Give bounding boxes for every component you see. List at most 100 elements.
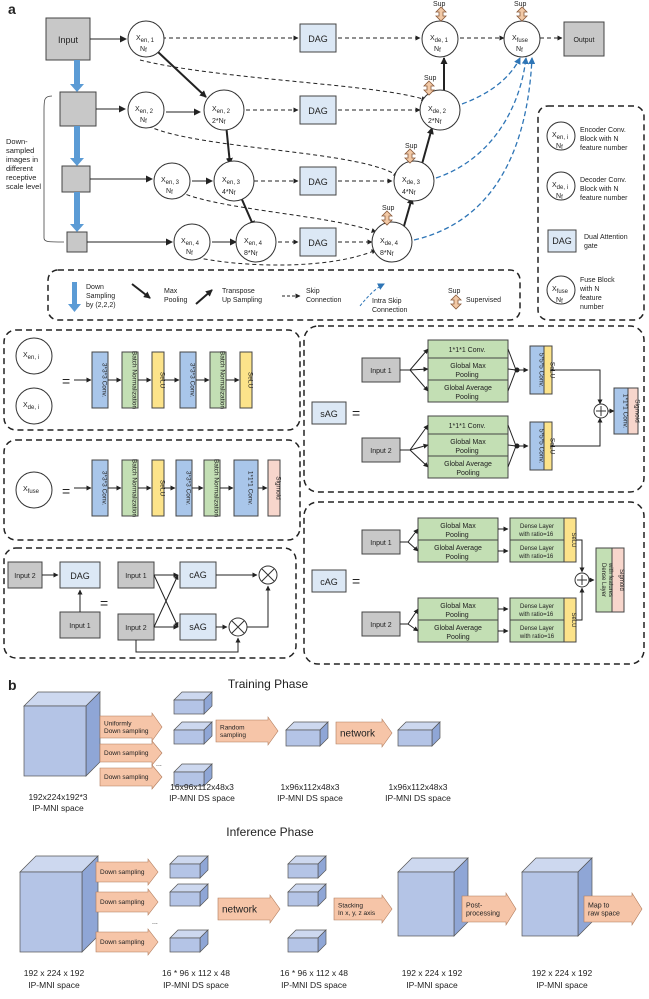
inf-cube-big-front (19, 871, 83, 953)
svg-text:8*Nf: 8*Nf (244, 250, 258, 258)
arrow-stacking-shape (333, 894, 393, 924)
sag-conv5-2-label: 5*5*5 Conv. (538, 429, 545, 463)
arrow-ds-i2: Down sampling (95, 888, 159, 916)
svg-text:Nf: Nf (434, 46, 441, 54)
arrow-ds-i3-shape (95, 928, 159, 956)
svg-text:2*Nf: 2*Nf (212, 118, 226, 126)
svg-text:Xde, 3: Xde, 3 (402, 177, 421, 186)
sag-frame (303, 325, 645, 493)
dag-label-1: DAG (308, 34, 328, 44)
inference-title: Inference Phase (226, 825, 314, 839)
arrow-network-inf-shape (217, 894, 281, 924)
downsample-arrows (70, 60, 84, 232)
dag-detail: Input 2 DAG Input 1 = Input 1 Input 2 cA… (7, 561, 278, 653)
fuse-block-6 (267, 459, 281, 517)
svg-text:Sup: Sup (448, 288, 461, 295)
inf-final-cube-front (521, 871, 579, 937)
arrow-post-text: Post-processing (466, 902, 500, 917)
svg-text:2*Nf: 2*Nf (428, 118, 442, 126)
inf-out-cube-1-front (287, 863, 319, 879)
dag-label-3: DAG (308, 177, 328, 187)
svg-text:Sup: Sup (382, 205, 395, 212)
arrow-network-inf-text: network (222, 904, 258, 915)
arrow-random-shape (215, 716, 279, 746)
svg-text:Nf: Nf (516, 46, 523, 54)
svg-text:Input 1: Input 1 (370, 540, 392, 547)
svg-text:cAG: cAG (320, 577, 338, 587)
inf-stack-cube-front (397, 871, 455, 937)
cag-frame (303, 501, 645, 665)
train-cube-big-side (85, 691, 101, 777)
inf-final-cube (521, 857, 593, 937)
svg-text:Dense Layer: Dense Layer (600, 563, 606, 597)
svg-text:Xen, i: Xen, i (23, 352, 39, 361)
train-ds-cube-1 (173, 691, 213, 715)
svg-text:=: = (352, 573, 360, 589)
arrow-ds-t2: Down sampling (99, 740, 163, 766)
svg-text:Nf: Nf (140, 46, 147, 54)
fuse-block-frame (3, 439, 301, 541)
arrow-ds-i1-shape (95, 858, 159, 886)
svg-text:=: = (100, 595, 108, 611)
train-out-cube-front (397, 729, 433, 747)
inf-out-cube-3 (287, 929, 327, 953)
svg-text:with features: with features (607, 562, 613, 597)
output-label: Output (573, 37, 594, 44)
sag-conv5-1-label: 5*5*5 Conv. (538, 353, 545, 387)
svg-text:Xfuse: Xfuse (23, 486, 40, 495)
arrow-network-train-text: network (340, 728, 376, 739)
svg-text:sAG: sAG (320, 409, 338, 419)
arrow-ds-i1-text: Down sampling (100, 869, 145, 876)
svg-text:Xde, 1: Xde, 1 (430, 35, 449, 44)
arrow-ds-t3-shape (99, 764, 163, 790)
train-out-cube (397, 721, 441, 747)
enc-dec-block: Xen, i Xde, i = (15, 337, 70, 425)
panel-b-letter: b (8, 677, 17, 693)
legend-bottom-frame (47, 269, 521, 321)
svg-text:192x224x192*3IP-MNI space: 192x224x192*3IP-MNI space (28, 792, 87, 813)
svg-text:Input 1: Input 1 (69, 623, 91, 630)
svg-text:Nf: Nf (556, 297, 563, 305)
arrow-map-shape (583, 891, 643, 927)
train-ds-cube-2-front (173, 729, 205, 745)
training-title: Training Phase (228, 677, 309, 691)
arrow-ds-t2-shape (99, 740, 163, 766)
svg-text:Xen, 2: Xen, 2 (212, 106, 231, 115)
svg-text:=: = (352, 405, 360, 421)
arrow-ds-i2-shape (95, 888, 159, 916)
fuse-block-2-label: SeLU (159, 480, 166, 497)
ds-box-4 (66, 231, 88, 253)
train-ds-cube-2 (173, 721, 213, 745)
train-sample-cube (285, 721, 329, 747)
svg-text:Input 1: Input 1 (370, 368, 392, 375)
ds-box-2 (59, 91, 97, 127)
train-cube-big (23, 691, 101, 777)
sag-detail: sAG = Input 1 Input 2 1*1*1 Conv. Global… (311, 339, 615, 479)
inf-ds-cube-3-front (169, 937, 201, 953)
train-cube-big-front (23, 705, 87, 777)
svg-text:Nf: Nf (166, 188, 173, 196)
arrow-ds-i3: Down sampling (95, 928, 159, 956)
svg-text:Nf: Nf (556, 193, 563, 201)
svg-text:Xen, i: Xen, i (552, 132, 568, 141)
fuse-block-5-label: 1*1*1 Conv. (247, 471, 254, 505)
svg-text:Sup: Sup (433, 1, 446, 8)
svg-text:...: ... (156, 761, 162, 768)
train-ds-cube-1-front (173, 699, 205, 715)
fuse-block-4-label: Batch Normalization (213, 459, 220, 518)
svg-text:Xde, i: Xde, i (552, 182, 568, 191)
svg-text:=: = (62, 483, 70, 499)
inf-stack-cube (397, 857, 469, 937)
